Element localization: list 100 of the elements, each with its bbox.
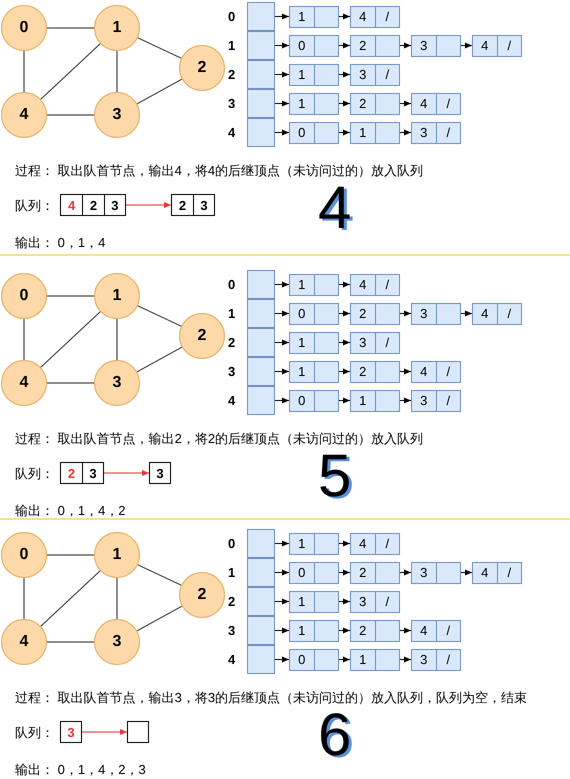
edge-line <box>40 311 101 368</box>
row-label: 1 <box>228 306 236 321</box>
arrow <box>274 282 290 288</box>
list-node: 3 <box>411 302 461 324</box>
list-node: 0 <box>289 648 339 670</box>
list-node: 1 <box>289 64 339 86</box>
arrow <box>338 310 350 316</box>
edge-line <box>116 50 118 92</box>
list-node: 1 <box>350 390 400 412</box>
arrow <box>338 540 350 546</box>
arrow <box>400 130 412 136</box>
head-cell <box>247 357 275 386</box>
arrow <box>460 42 472 48</box>
edge-line <box>137 37 182 59</box>
vertex-circle: 2 <box>179 45 225 91</box>
edge-line <box>40 43 101 100</box>
vertex-circle: 1 <box>94 273 140 319</box>
list-node: 1 <box>289 6 339 28</box>
arrow <box>400 100 412 106</box>
arrow <box>460 310 472 316</box>
arrow <box>400 310 412 316</box>
arrow <box>400 656 412 662</box>
arrow <box>274 570 290 576</box>
list-node: 0 <box>289 34 339 56</box>
arrow <box>338 14 350 20</box>
arrow <box>274 598 290 604</box>
list-node: 1 <box>289 92 339 114</box>
arrow <box>274 540 290 546</box>
arrow <box>338 72 350 78</box>
row-label: 4 <box>228 392 236 408</box>
arrow <box>338 42 350 48</box>
head-cell <box>247 386 275 415</box>
arrow <box>400 628 412 634</box>
row-label: 2 <box>228 334 236 350</box>
list-node: 0 <box>289 122 339 144</box>
arrow <box>338 340 350 346</box>
edge-line <box>136 606 182 632</box>
arrow <box>274 42 290 48</box>
list-node: 2 <box>350 360 400 382</box>
row-label: 0 <box>228 276 236 292</box>
arrow <box>104 470 150 476</box>
list-node: 3 <box>411 562 461 584</box>
list-node: 3 / <box>350 64 400 86</box>
list-node: 1 <box>289 590 339 612</box>
vertex-circle: 4 <box>1 92 47 138</box>
head-cell <box>247 328 275 357</box>
vertex-circle: 0 <box>1 532 47 578</box>
vertex-circle: 0 <box>1 273 47 319</box>
list-node: 4 / <box>472 34 522 56</box>
queue-box <box>127 721 149 743</box>
queue-label: 队列： <box>15 197 54 215</box>
list-node: 2 <box>350 302 400 324</box>
arrow <box>338 570 350 576</box>
vertex-circle: 4 <box>1 619 47 665</box>
arrow <box>460 570 472 576</box>
vertex-circle: 2 <box>179 572 225 618</box>
arrow <box>274 628 290 634</box>
arrow <box>338 100 350 106</box>
queue-box: 4 2 3 <box>60 194 126 216</box>
output-text: 输出： 0，1，4，2 <box>15 502 126 520</box>
queue-box: 2 3 <box>171 194 215 216</box>
edge-line <box>40 570 101 627</box>
arrow <box>274 340 290 346</box>
edge-line <box>136 78 182 104</box>
edge-line <box>137 305 182 327</box>
edge-line <box>136 346 182 372</box>
list-node: 4 / <box>411 620 461 642</box>
row-label: 3 <box>228 96 236 111</box>
edge-line <box>46 114 94 116</box>
row-label: 4 <box>228 124 236 140</box>
arrow <box>274 310 290 316</box>
list-node: 2 <box>350 562 400 584</box>
list-node: 2 <box>350 34 400 56</box>
output-text: 输出： 0，1，4 <box>15 234 106 252</box>
list-node: 4 / <box>411 360 461 382</box>
arrow <box>338 282 350 288</box>
queue-box: 3 <box>60 721 82 743</box>
arrow <box>338 656 350 662</box>
output-text: 输出： 0，1，4，2，3 <box>15 761 146 779</box>
arrow <box>338 398 350 404</box>
arrow <box>400 570 412 576</box>
arrow <box>126 202 172 208</box>
list-node: 1 <box>289 532 339 554</box>
queue-label: 队列： <box>15 724 54 742</box>
arrow <box>400 368 412 374</box>
list-node: 0 <box>289 390 339 412</box>
arrow <box>274 368 290 374</box>
row-label: 0 <box>228 8 236 24</box>
vertex-circle: 3 <box>94 360 140 406</box>
head-cell <box>247 270 275 299</box>
arrow <box>338 130 350 136</box>
list-node: 4 / <box>472 562 522 584</box>
list-node: 1 <box>350 648 400 670</box>
row-label: 1 <box>228 38 236 53</box>
queue-box: 3 <box>149 462 171 484</box>
head-cell <box>247 558 275 587</box>
vertex-circle: 2 <box>179 313 225 359</box>
list-node: 3 <box>411 34 461 56</box>
list-node: 3 / <box>411 122 461 144</box>
head-cell <box>247 89 275 118</box>
